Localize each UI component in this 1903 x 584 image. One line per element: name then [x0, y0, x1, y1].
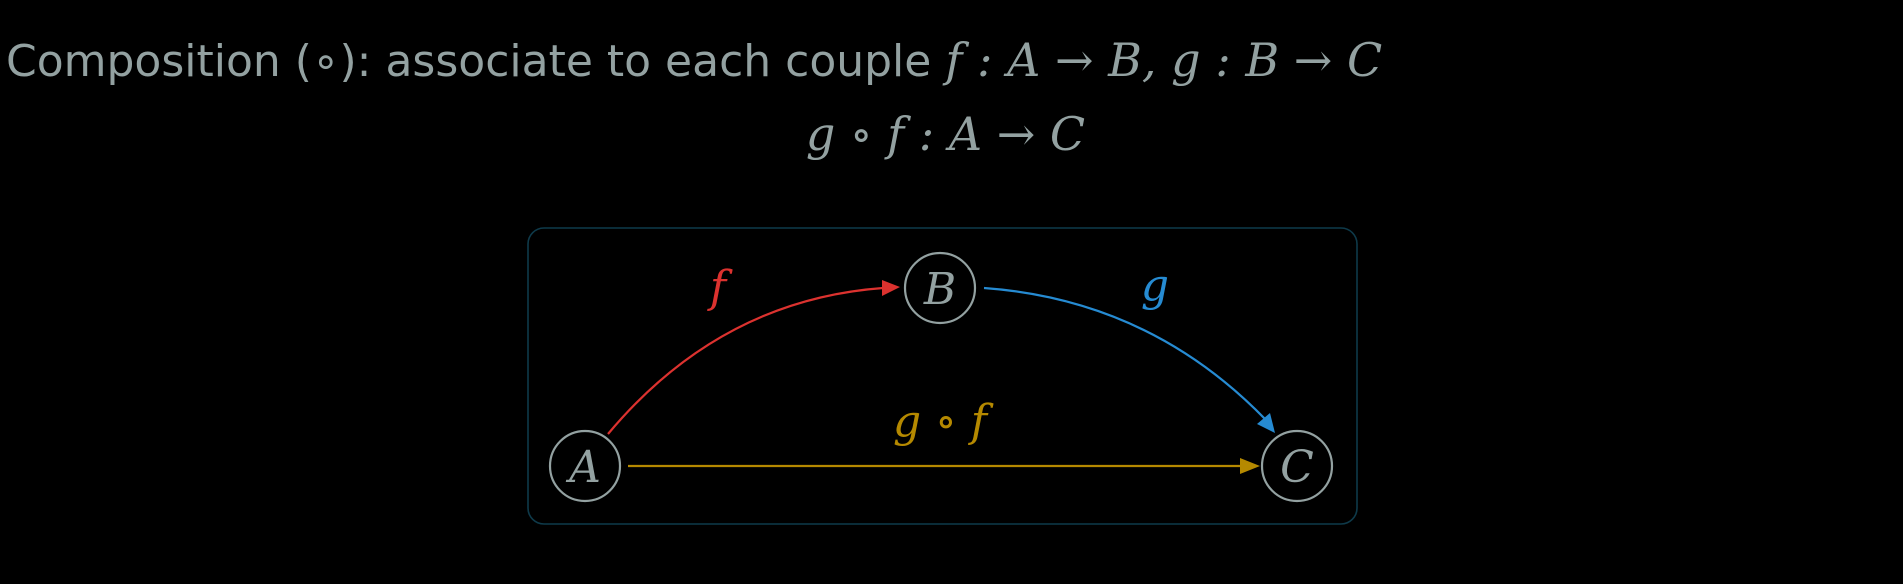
- node-A-label: A: [565, 442, 601, 493]
- result-formula: g ∘ f : A → C: [805, 107, 1086, 161]
- edge-gf-label: g ∘ f: [893, 396, 994, 447]
- node-C-label: C: [1280, 442, 1314, 493]
- edge-g-arrowhead: [1257, 413, 1275, 433]
- node-B: B: [903, 251, 977, 325]
- node-C: C: [1260, 429, 1334, 503]
- result-formula-line: g ∘ f : A → C: [0, 104, 1903, 164]
- heading-line: Composition (∘): associate to each coupl…: [6, 30, 1382, 92]
- edge-g-arrow: [983, 286, 1267, 421]
- node-C-circle: [1260, 429, 1334, 503]
- edge-f-arrowhead: [882, 280, 900, 296]
- node-B-label: B: [923, 264, 956, 315]
- heading-prefix: Composition (∘): associate to each coupl…: [6, 36, 946, 87]
- node-B-circle: [903, 251, 977, 325]
- edge-f-label: f: [707, 262, 733, 313]
- heading-formula: f : A → B, g : B → C: [945, 33, 1383, 87]
- node-A: A: [548, 429, 622, 503]
- edge-gf-arrowhead: [1240, 458, 1260, 474]
- edge-g-label: g: [1141, 260, 1169, 311]
- diagram-frame: [527, 227, 1358, 525]
- edge-f-arrow: [607, 286, 884, 435]
- node-A-circle: [548, 429, 622, 503]
